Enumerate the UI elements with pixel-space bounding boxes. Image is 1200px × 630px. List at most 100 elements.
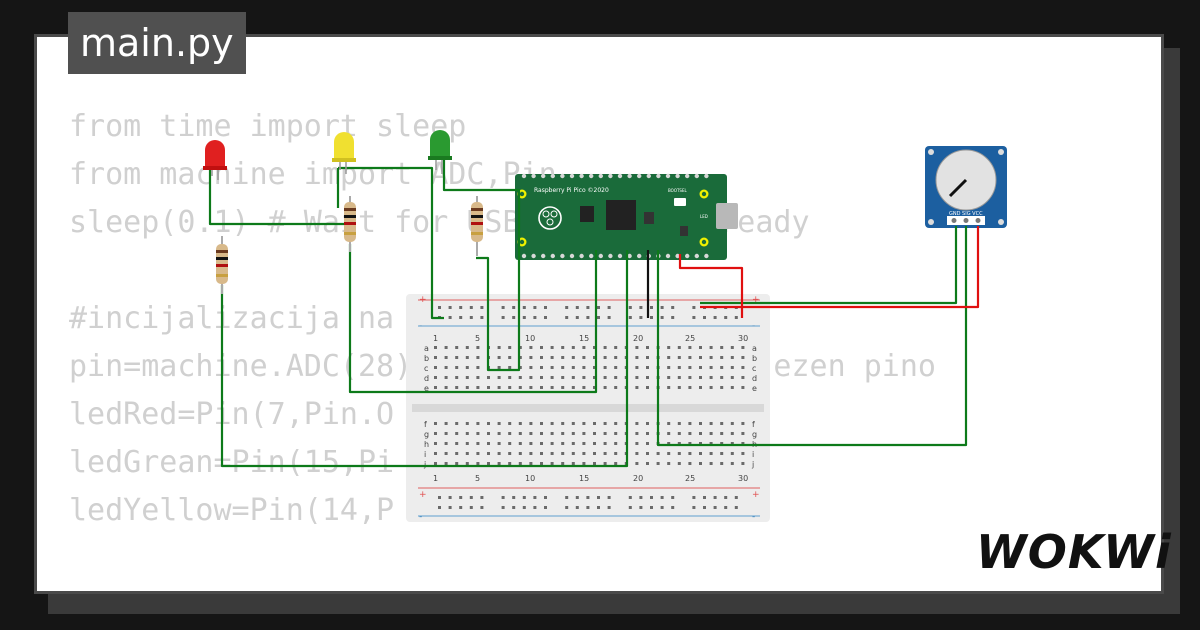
breadboard-hole — [688, 432, 692, 435]
wire-red — [700, 226, 980, 309]
breadboard-hole — [603, 386, 607, 389]
breadboard-hole — [607, 316, 611, 319]
breadboard-hole — [720, 442, 724, 445]
col-number: 1 — [433, 474, 438, 483]
breadboard-hole — [561, 356, 565, 359]
breadboard-hole — [469, 506, 473, 509]
breadboard-hole — [476, 346, 480, 349]
breadboard-hole — [614, 432, 618, 435]
breadboard-hole — [730, 442, 734, 445]
led-green[interactable] — [428, 130, 452, 174]
breadboard-hole — [646, 386, 649, 389]
breadboard-hole — [469, 496, 473, 499]
code-line: pin=machine.ADC(28) ezen pino — [69, 349, 936, 384]
breadboard-hole — [480, 506, 484, 509]
breadboard-hole — [741, 462, 745, 465]
rp2040-chip — [606, 200, 636, 230]
breadboard-hole — [561, 462, 565, 465]
breadboard-hole — [660, 496, 664, 499]
breadboard-hole — [586, 316, 590, 319]
breadboard-hole — [518, 452, 522, 455]
breadboard-hole — [501, 316, 505, 319]
breadboard-hole — [688, 422, 692, 425]
rail-plus-bottom-right: + — [752, 490, 760, 500]
breadboard-hole — [603, 442, 607, 445]
breadboard-hole — [533, 316, 537, 319]
breadboard-hole — [497, 422, 501, 425]
breadboard-hole — [448, 496, 452, 499]
breadboard-hole — [720, 432, 724, 435]
file-tab[interactable]: main.py — [68, 12, 246, 74]
row-letter: c — [752, 364, 756, 373]
breadboard-hole — [565, 506, 569, 509]
led-green-body — [430, 130, 450, 158]
breadboard-hole — [561, 452, 565, 455]
breadboard-hole — [529, 462, 533, 465]
resistor[interactable] — [344, 196, 356, 252]
breadboard-hole — [603, 432, 607, 435]
wire-green — [656, 226, 968, 447]
breadboard-hole — [713, 316, 717, 319]
row-letter: a — [752, 344, 757, 353]
breadboard-hole — [586, 496, 590, 499]
breadboard-hole — [660, 506, 664, 509]
breadboard-hole — [508, 452, 512, 455]
pico-pin — [608, 253, 613, 259]
breadboard-hole — [582, 452, 586, 455]
breadboard-hole — [550, 452, 554, 455]
breadboard-hole — [508, 432, 512, 435]
potentiometer[interactable]: GND SIG VCC — [925, 146, 1007, 228]
breadboard-hole — [671, 506, 675, 509]
breadboard-hole — [614, 386, 618, 389]
breadboard-hole — [730, 422, 734, 425]
breadboard-hole — [497, 432, 501, 435]
breadboard-hole — [593, 432, 596, 435]
row-letter: j — [751, 460, 754, 469]
breadboard-hole — [741, 356, 745, 359]
breadboard-hole — [544, 316, 547, 319]
bootsel-button[interactable] — [674, 198, 686, 206]
breadboard-hole — [639, 506, 643, 509]
raspberry-pi-pico[interactable]: Raspberry Pi Pico ©2020 BOOTSEL LED — [515, 173, 738, 260]
breadboard-hole — [724, 506, 728, 509]
breadboard-hole — [476, 356, 480, 359]
breadboard-hole — [455, 452, 459, 455]
breadboard-hole — [434, 432, 437, 435]
breadboard-hole — [597, 306, 600, 309]
breadboard-hole — [646, 346, 649, 349]
breadboard-hole — [476, 386, 480, 389]
breadboard-hole — [724, 496, 728, 499]
breadboard-hole — [544, 306, 547, 309]
pico-pin — [579, 253, 584, 259]
breadboard-hole — [487, 386, 490, 389]
breadboard-hole — [614, 376, 618, 379]
breadboard-hole — [677, 432, 681, 435]
breadboard-hole — [540, 386, 543, 389]
resistor[interactable] — [471, 196, 483, 256]
breadboard-hole — [688, 452, 692, 455]
breadboard-hole — [508, 366, 512, 369]
resistor[interactable] — [216, 236, 228, 294]
breadboard-hole — [512, 506, 516, 509]
row-letter: e — [424, 384, 429, 393]
breadboard-hole — [434, 356, 437, 359]
breadboard-hole — [518, 422, 522, 425]
pico-pin — [675, 253, 680, 259]
led-yellow[interactable] — [332, 132, 356, 174]
breadboard-hole — [561, 346, 565, 349]
breadboard-hole — [434, 462, 437, 465]
breadboard-hole — [692, 506, 696, 509]
breadboard-hole — [487, 462, 490, 465]
led-red[interactable] — [203, 140, 227, 180]
breadboard-hole — [522, 496, 526, 499]
breadboard-hole — [508, 422, 512, 425]
rail-minus-top: - — [419, 321, 422, 331]
breadboard-hole — [709, 422, 713, 425]
row-letter: i — [424, 450, 426, 459]
breadboard-hole — [646, 356, 649, 359]
breadboard-hole — [465, 442, 469, 445]
wire-green — [208, 170, 350, 226]
breadboard-hole — [720, 356, 724, 359]
breadboard-hole — [667, 376, 671, 379]
